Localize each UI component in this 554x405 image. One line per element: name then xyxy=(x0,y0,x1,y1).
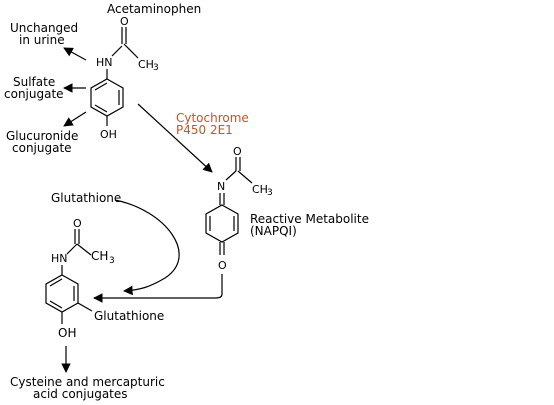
quinone-ring xyxy=(205,204,239,243)
arrow-to-unchanged xyxy=(63,47,87,61)
conj-n-c xyxy=(66,243,78,255)
acetaminophen-label: Acetaminophen xyxy=(107,2,201,16)
conj-methyl-subscript: 3 xyxy=(109,256,115,266)
carbonyl-oxygen: O xyxy=(120,15,129,28)
hydroxyl-group: OH xyxy=(100,128,117,141)
napqi-acetyl-c-ch3 xyxy=(237,170,253,184)
benzene-ring xyxy=(90,78,124,117)
methyl-group: CH xyxy=(138,58,154,71)
glucuronide-label-line1: Glucuronide xyxy=(6,129,78,143)
reactive-label-line2: (NAPQI) xyxy=(250,224,297,238)
conjugate-structure: O CH 3 HN Glutathione OH xyxy=(45,217,164,340)
acetyl-bond-n-c xyxy=(111,45,123,57)
conj-benzene-ring xyxy=(45,274,79,313)
napqi-structure: O CH 3 N O xyxy=(205,145,273,272)
sulfate-label-line2: conjugate xyxy=(4,87,64,101)
ring-double-3 xyxy=(94,104,108,113)
arrow-napqi-to-conjugate xyxy=(93,274,223,303)
amide-nh: HN xyxy=(96,56,113,69)
conj-methyl: CH xyxy=(91,249,108,263)
conj-acetyl-c-ch3 xyxy=(76,243,92,256)
unchanged-label-line1: Unchanged xyxy=(10,21,78,35)
glutathione-reagent-label: Glutathione xyxy=(51,191,121,205)
cytochrome-label-line1: Cytochrome xyxy=(176,111,249,125)
napqi-methyl-subscript: 3 xyxy=(267,188,273,198)
acetyl-bond-c-ch3 xyxy=(123,43,139,59)
arrow-to-napqi xyxy=(137,103,213,173)
glucuronide-label-line2: conjugate xyxy=(12,141,72,155)
napqi-methyl: CH xyxy=(252,183,268,196)
imine-nitrogen: N xyxy=(217,180,225,193)
conj-ring-double-3 xyxy=(49,300,63,309)
unchanged-label-line2: in urine xyxy=(19,33,65,47)
conj-hydroxyl: OH xyxy=(58,326,76,340)
napqi-n-c xyxy=(225,170,237,181)
glutathione-substituent-label: Glutathione xyxy=(94,309,164,323)
methyl-subscript: 3 xyxy=(153,63,159,73)
ketone-oxygen: O xyxy=(218,259,227,272)
conj-ring-double-1 xyxy=(49,278,63,287)
cysteine-label-line1: Cysteine and mercapturic xyxy=(10,375,165,389)
sulfate-label-line1: Sulfate xyxy=(13,75,55,89)
reactive-label-line1: Reactive Metabolite xyxy=(250,212,369,226)
cytochrome-label-line2: P450 2E1 xyxy=(176,123,233,137)
conj-amide-nh: HN xyxy=(51,252,68,265)
glutathione-curved-arrow xyxy=(114,199,180,296)
cysteine-label-line2: acid conjugates xyxy=(33,387,128,401)
conj-carbonyl-oxygen: O xyxy=(73,217,82,230)
acetaminophen-structure: Acetaminophen O CH 3 HN OH xyxy=(90,2,201,141)
arrow-to-glucuronide xyxy=(63,111,87,127)
conj-bond-glutathione xyxy=(77,302,93,312)
ring-double-1 xyxy=(94,82,108,91)
napqi-carbonyl-oxygen: O xyxy=(233,145,242,158)
